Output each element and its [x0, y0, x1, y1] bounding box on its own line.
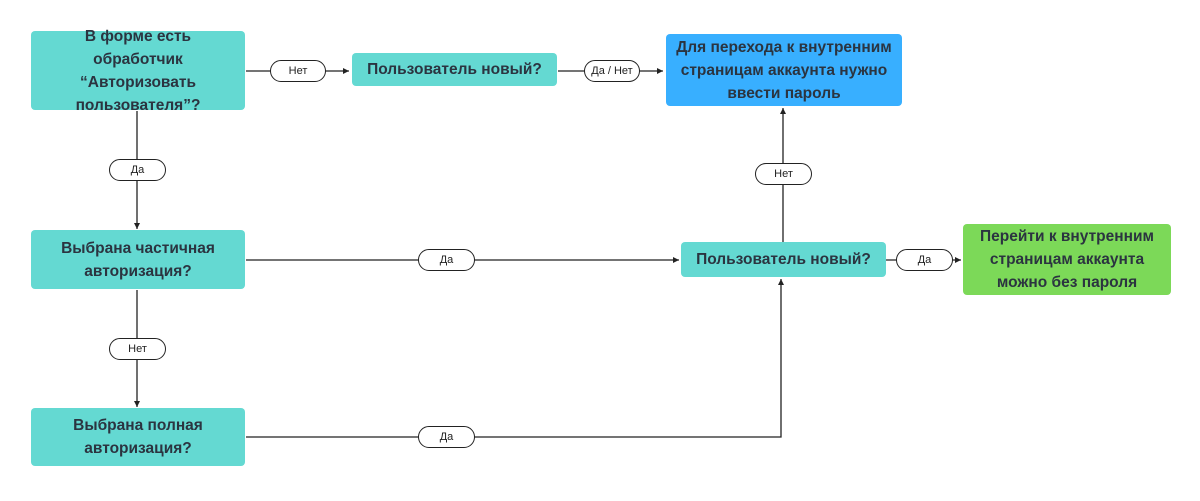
node-no-password: Перейти к внутренним страницам аккаунта …: [963, 224, 1171, 295]
node-full-auth: Выбрана полная авторизация?: [31, 408, 245, 466]
node-user-new-top: Пользователь новый?: [352, 53, 557, 86]
node-partial-auth: Выбрана частичная авторизация?: [31, 230, 245, 289]
node-user-new-mid: Пользователь новый?: [681, 242, 886, 277]
edge-label-partial-to-user-new-mid: Да: [418, 249, 475, 271]
node-need-password: Для перехода к внутренним страницам акка…: [666, 34, 902, 106]
edge-full-to-user-new-mid: [246, 279, 784, 438]
edge-label-user-new-top-to-need-password: Да / Нет: [584, 60, 640, 82]
edge-label-handler-to-user-new-top: Нет: [270, 60, 326, 82]
edge-label-handler-to-partial: Да: [109, 159, 166, 181]
edge-label-user-new-mid-to-need-password: Нет: [755, 163, 812, 185]
edge-label-partial-to-full: Нет: [109, 338, 166, 360]
node-handler: В форме есть обработчик “Авторизовать по…: [31, 28, 245, 114]
edge-label-full-to-user-new-mid: Да: [418, 426, 475, 448]
edge-label-user-new-mid-to-no-password: Да: [896, 249, 953, 271]
